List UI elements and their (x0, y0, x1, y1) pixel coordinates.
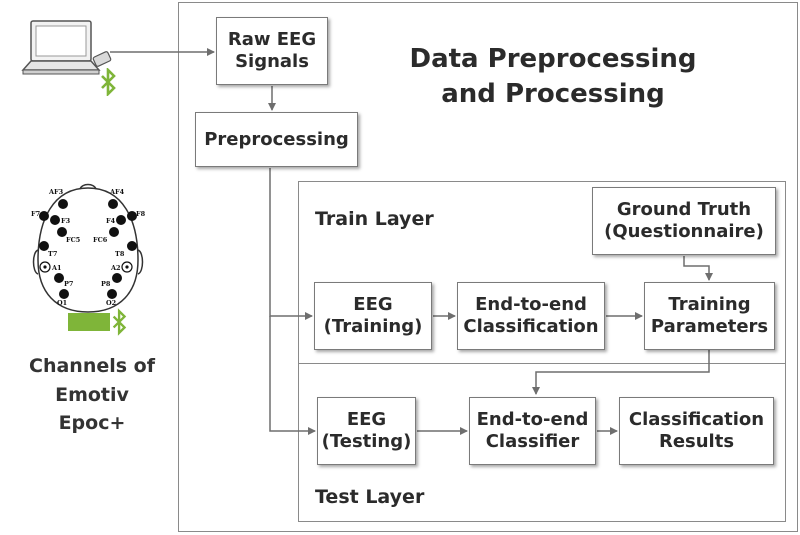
label-t8: T8 (115, 250, 125, 258)
end-to-end-classification-box: End-to-end Classification (457, 282, 605, 350)
electrode-f4 (116, 215, 126, 225)
electrode-o1 (59, 289, 69, 299)
electrode-p7 (54, 273, 64, 283)
ground-truth-box: Ground Truth (Questionnaire) (592, 187, 776, 255)
electrode-t8 (127, 241, 137, 251)
electrode-p8 (112, 273, 122, 283)
headset-caption: Channels of Emotiv Epoc+ (29, 355, 155, 434)
label-p8: P8 (101, 280, 111, 288)
eeg-headset-icon: AF3 AF4 F7 F8 F3 F4 FC5 FC6 T7 T8 A1 A2 … (31, 183, 146, 331)
raw-eeg-signals-label: Raw EEG Signals (227, 29, 317, 72)
training-parameters-box: Training Parameters (644, 282, 775, 350)
classification-results-box: Classification Results (619, 397, 774, 465)
electrode-o2 (107, 289, 117, 299)
bluetooth-icon (112, 308, 127, 336)
electrode-fc6 (109, 227, 119, 237)
label-f7: F7 (31, 210, 40, 218)
label-af3: AF3 (48, 188, 64, 196)
laptop-icon (21, 20, 112, 75)
label-f3: F3 (61, 217, 71, 225)
train-test-frame (298, 181, 786, 522)
preprocessing-label: Preprocessing (204, 128, 349, 150)
eeg-training-label: EEG (Training) (323, 294, 423, 337)
usb-dongle-icon (92, 51, 112, 67)
label-af4: AF4 (109, 188, 125, 196)
raw-eeg-signals-box: Raw EEG Signals (216, 17, 328, 85)
label-f8: F8 (136, 210, 146, 218)
ground-truth-to-params-arrow (683, 256, 713, 281)
end-to-end-classifier-box: End-to-end Classifier (469, 397, 596, 465)
end-to-end-classification-label: End-to-end Classification (463, 294, 599, 337)
label-a1: A1 (51, 264, 62, 272)
preprocessing-to-train-line (269, 168, 313, 320)
bluetooth-icon (101, 68, 116, 96)
classification-results-label: Classification Results (628, 409, 765, 452)
params-to-classifier-arrow (532, 349, 710, 395)
electrode-f3 (50, 215, 60, 225)
ground-truth-label: Ground Truth (Questionnaire) (604, 199, 764, 242)
train-layer-label: Train Layer (315, 208, 434, 230)
end-to-end-classifier-label: End-to-end Classifier (476, 409, 589, 452)
eeg-testing-label: EEG (Testing) (321, 409, 412, 452)
training-parameters-label: Training Parameters (650, 294, 769, 337)
electrode-fc5 (57, 227, 67, 237)
eeg-testing-box: EEG (Testing) (317, 397, 416, 465)
diagram-title: Data Preprocessing and Processing (409, 44, 697, 110)
test-layer-label: Test Layer (315, 486, 425, 508)
label-o2: O2 (106, 299, 116, 307)
layer-divider (298, 363, 786, 364)
label-a2: A2 (110, 264, 121, 272)
label-fc5: FC5 (66, 236, 81, 244)
label-p7: P7 (64, 280, 73, 288)
electrode-f8 (127, 211, 137, 221)
preprocessing-box: Preprocessing (195, 112, 358, 167)
electrode-af3 (58, 199, 68, 209)
processing-frame (178, 2, 798, 532)
electrode-t7 (39, 241, 49, 251)
eeg-training-box: EEG (Training) (314, 282, 432, 350)
electrode-af4 (108, 199, 118, 209)
label-o1: O1 (57, 299, 67, 307)
label-f4: F4 (106, 217, 116, 225)
label-t7: T7 (48, 250, 57, 258)
electrode-f7 (39, 211, 49, 221)
preprocessing-to-test-line (269, 316, 316, 435)
label-fc6: FC6 (93, 236, 108, 244)
